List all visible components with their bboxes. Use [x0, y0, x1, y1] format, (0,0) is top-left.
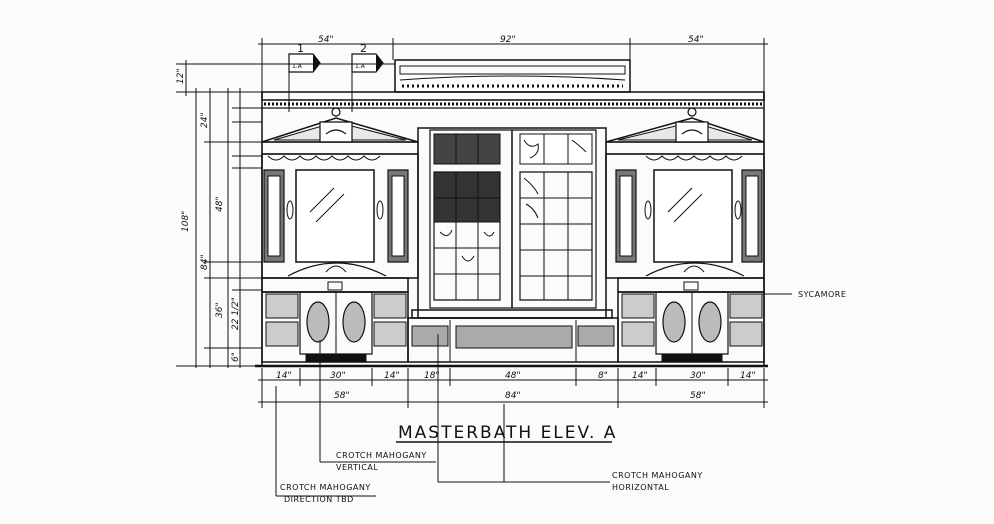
- marker-2-ref: 1.A: [355, 63, 366, 70]
- bottom-dim-30a: 30": [330, 371, 346, 381]
- bottom-dim-48: 48": [505, 371, 521, 381]
- top-dimension-line: [258, 38, 768, 92]
- bottom-dim-14b: 14": [384, 371, 400, 381]
- center-window: [412, 128, 612, 318]
- left-dim-6: 6": [231, 352, 241, 362]
- top-dim-center: 92": [500, 35, 516, 45]
- note-crotch-direction-2: DIRECTION TBD: [284, 495, 354, 504]
- right-mirror-unit: [606, 154, 764, 278]
- left-dim-22-half: 22 1/2": [231, 297, 241, 330]
- floor-and-boundaries: [255, 92, 768, 366]
- left-dim-48: 48": [215, 196, 225, 212]
- left-pediment: [262, 107, 418, 160]
- note-crotch-direction-1: CROTCH MAHOGANY: [280, 483, 371, 492]
- top-dim-right: 54": [688, 35, 704, 45]
- marker-1-ref: 1.A: [292, 63, 303, 70]
- drawing-title: MASTERBATH ELEV. A: [398, 423, 617, 443]
- center-bench: [408, 318, 618, 362]
- section-marker-1: 1 1.A: [289, 42, 320, 112]
- top-dim-left: 54": [318, 35, 334, 45]
- left-mirror-unit: [262, 154, 418, 278]
- left-dim-36: 36": [215, 302, 225, 318]
- bottom-dim-18: 18": [424, 371, 440, 381]
- left-dim-84: 84": [200, 254, 210, 270]
- right-pediment: [606, 107, 764, 160]
- leader-lines: [276, 294, 792, 496]
- bottom-dim-58a: 58": [334, 391, 350, 401]
- note-crotch-vertical-2: VERTICAL: [336, 463, 378, 472]
- bottom-dim-14c: 14": [632, 371, 648, 381]
- marker-1-number: 1: [297, 42, 304, 55]
- crown-molding: [262, 60, 764, 108]
- left-dim-24: 24": [200, 112, 210, 128]
- note-crotch-vertical-1: CROTCH MAHOGANY: [336, 451, 427, 460]
- left-dim-108: 108": [181, 211, 191, 232]
- bottom-dim-14d: 14": [740, 371, 756, 381]
- right-vanity-cabinet: [618, 278, 764, 362]
- note-crotch-horizontal-2: HORIZONTAL: [612, 483, 669, 492]
- bottom-dim-8: 8": [598, 371, 608, 381]
- left-dimension-lines: [176, 60, 395, 368]
- section-marker-2: 2 1.A: [352, 42, 383, 112]
- bottom-dim-58b: 58": [690, 391, 706, 401]
- left-dim-12: 12": [176, 68, 186, 84]
- left-vanity-cabinet: [262, 278, 408, 362]
- marker-2-number: 2: [360, 42, 367, 55]
- bottom-dimension-lines: [258, 368, 768, 408]
- bottom-dim-30b: 30": [690, 371, 706, 381]
- note-sycamore: SYCAMORE: [798, 290, 846, 299]
- note-crotch-horizontal-1: CROTCH MAHOGANY: [612, 471, 703, 480]
- bottom-dim-14a: 14": [276, 371, 292, 381]
- bottom-dim-84: 84": [505, 391, 521, 401]
